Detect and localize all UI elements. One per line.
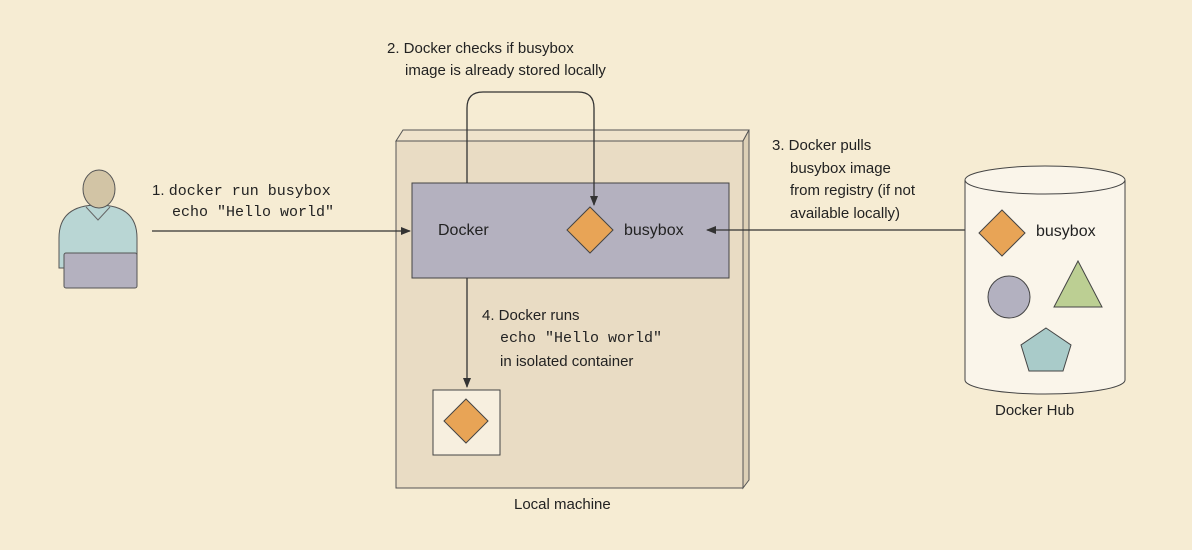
hub-circle-icon — [987, 275, 1031, 319]
user-figure — [58, 169, 138, 289]
user-head — [82, 169, 116, 209]
docker-label: Docker — [438, 222, 489, 239]
laptop-icon — [63, 252, 138, 289]
docker-hub-caption: Docker Hub — [995, 402, 1075, 419]
step3-line2: busybox image — [790, 160, 891, 177]
local-machine-caption: Local machine — [514, 496, 611, 513]
local-busybox-diamond-icon — [566, 206, 614, 254]
step3-line4: available locally) — [790, 205, 901, 222]
hub-pentagon-icon — [1020, 327, 1072, 372]
local-busybox-label: busybox — [624, 222, 684, 239]
step1-command-line2: echo "Hello world" — [172, 204, 335, 221]
hub-triangle-icon — [1053, 259, 1103, 308]
container-busybox-diamond-icon — [443, 398, 489, 444]
step3-line1: 3. Docker pulls — [772, 137, 872, 154]
step1-number: 1. — [152, 182, 165, 199]
step1-label: 1. docker run busybox — [152, 181, 331, 201]
hub-busybox-label: busybox — [1036, 223, 1096, 240]
step2-line2: image is already stored locally — [405, 62, 606, 79]
hub-busybox-diamond-icon — [978, 209, 1026, 257]
step4-line3: in isolated container — [500, 353, 634, 370]
step2-line1: 2. Docker checks if busybox — [387, 40, 574, 57]
step3-line3: from registry (if not — [790, 182, 916, 199]
step4-line2: echo "Hello world" — [500, 330, 663, 347]
step4-line1: 4. Docker runs — [482, 307, 580, 324]
check-local-arrow — [466, 91, 598, 206]
step1-command-line1: docker run busybox — [168, 183, 331, 200]
